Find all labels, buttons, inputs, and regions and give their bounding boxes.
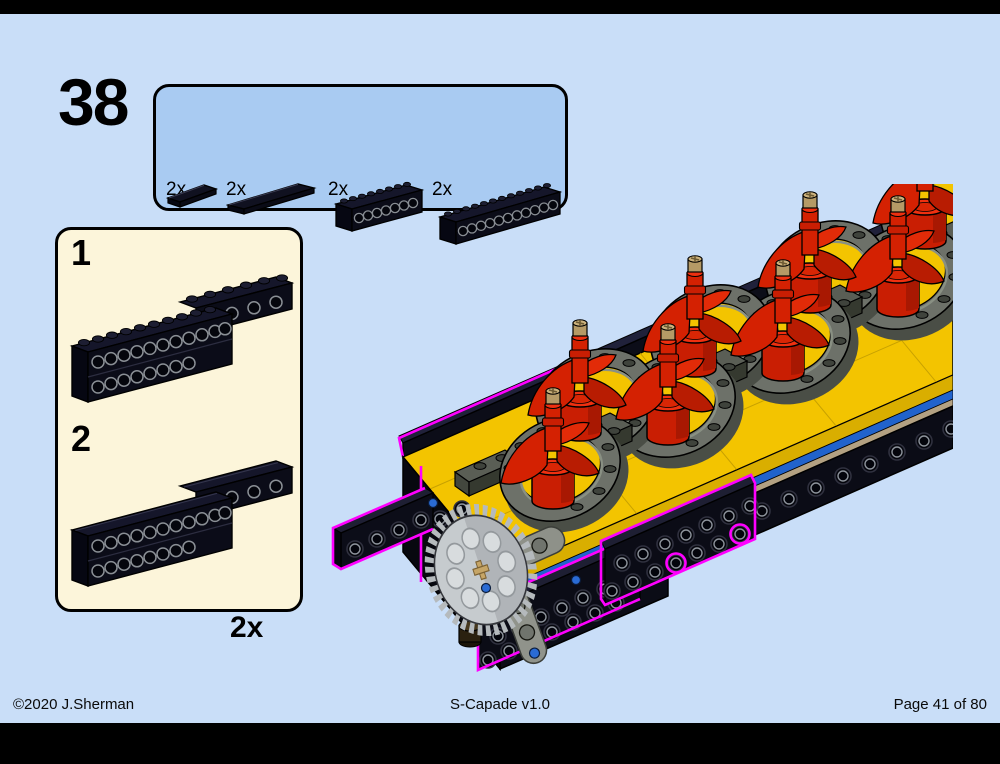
new-beam-left-tip [331,486,435,571]
technic-brick-1x12-icon [437,183,563,245]
instruction-page: 38 2x 2x [0,14,1000,723]
model-render [331,184,953,672]
substep-quantity: 2x [230,611,264,644]
part-tile-1x8: 2x [226,179,317,215]
page-footer: ©2020 J.Sherman S-Capade v1.0 Page 41 of… [0,682,1000,723]
substep-1-label: 1 [71,232,92,273]
highlight-outline [397,367,557,458]
highlight-outline [599,473,757,607]
footer-title: S-Capade v1.0 [449,696,551,713]
part-qty: 2x [226,179,247,200]
part-qty: 2x [328,179,349,200]
part-qty: 2x [432,179,453,200]
footer-copyright: ©2020 J.Sherman [13,696,135,713]
technic-brick-1x8-icon [333,181,425,232]
tile-1x8-icon [226,183,317,215]
part-technic-brick-1x12: 2x [432,179,563,245]
substep-2-image [69,460,295,588]
drive-gear-assembly [424,503,566,665]
blue-pins [427,497,582,594]
gear-40t [424,503,538,637]
highlight-pinhole [729,523,751,545]
substep-1-image [69,274,295,404]
parts-callout-box: 2x 2x [153,84,568,245]
part-tile-1x4: 2x [166,179,219,208]
highlight-outline [331,486,434,571]
tile-1x4-icon [166,184,219,208]
substep-2-label: 2 [71,418,92,459]
substep-box: 1 [55,227,303,612]
footer-page-number: Page 41 of 80 [893,696,987,713]
step-number: 38 [58,65,129,139]
new-beam-front [599,473,759,607]
part-technic-brick-1x8: 2x [328,179,425,232]
